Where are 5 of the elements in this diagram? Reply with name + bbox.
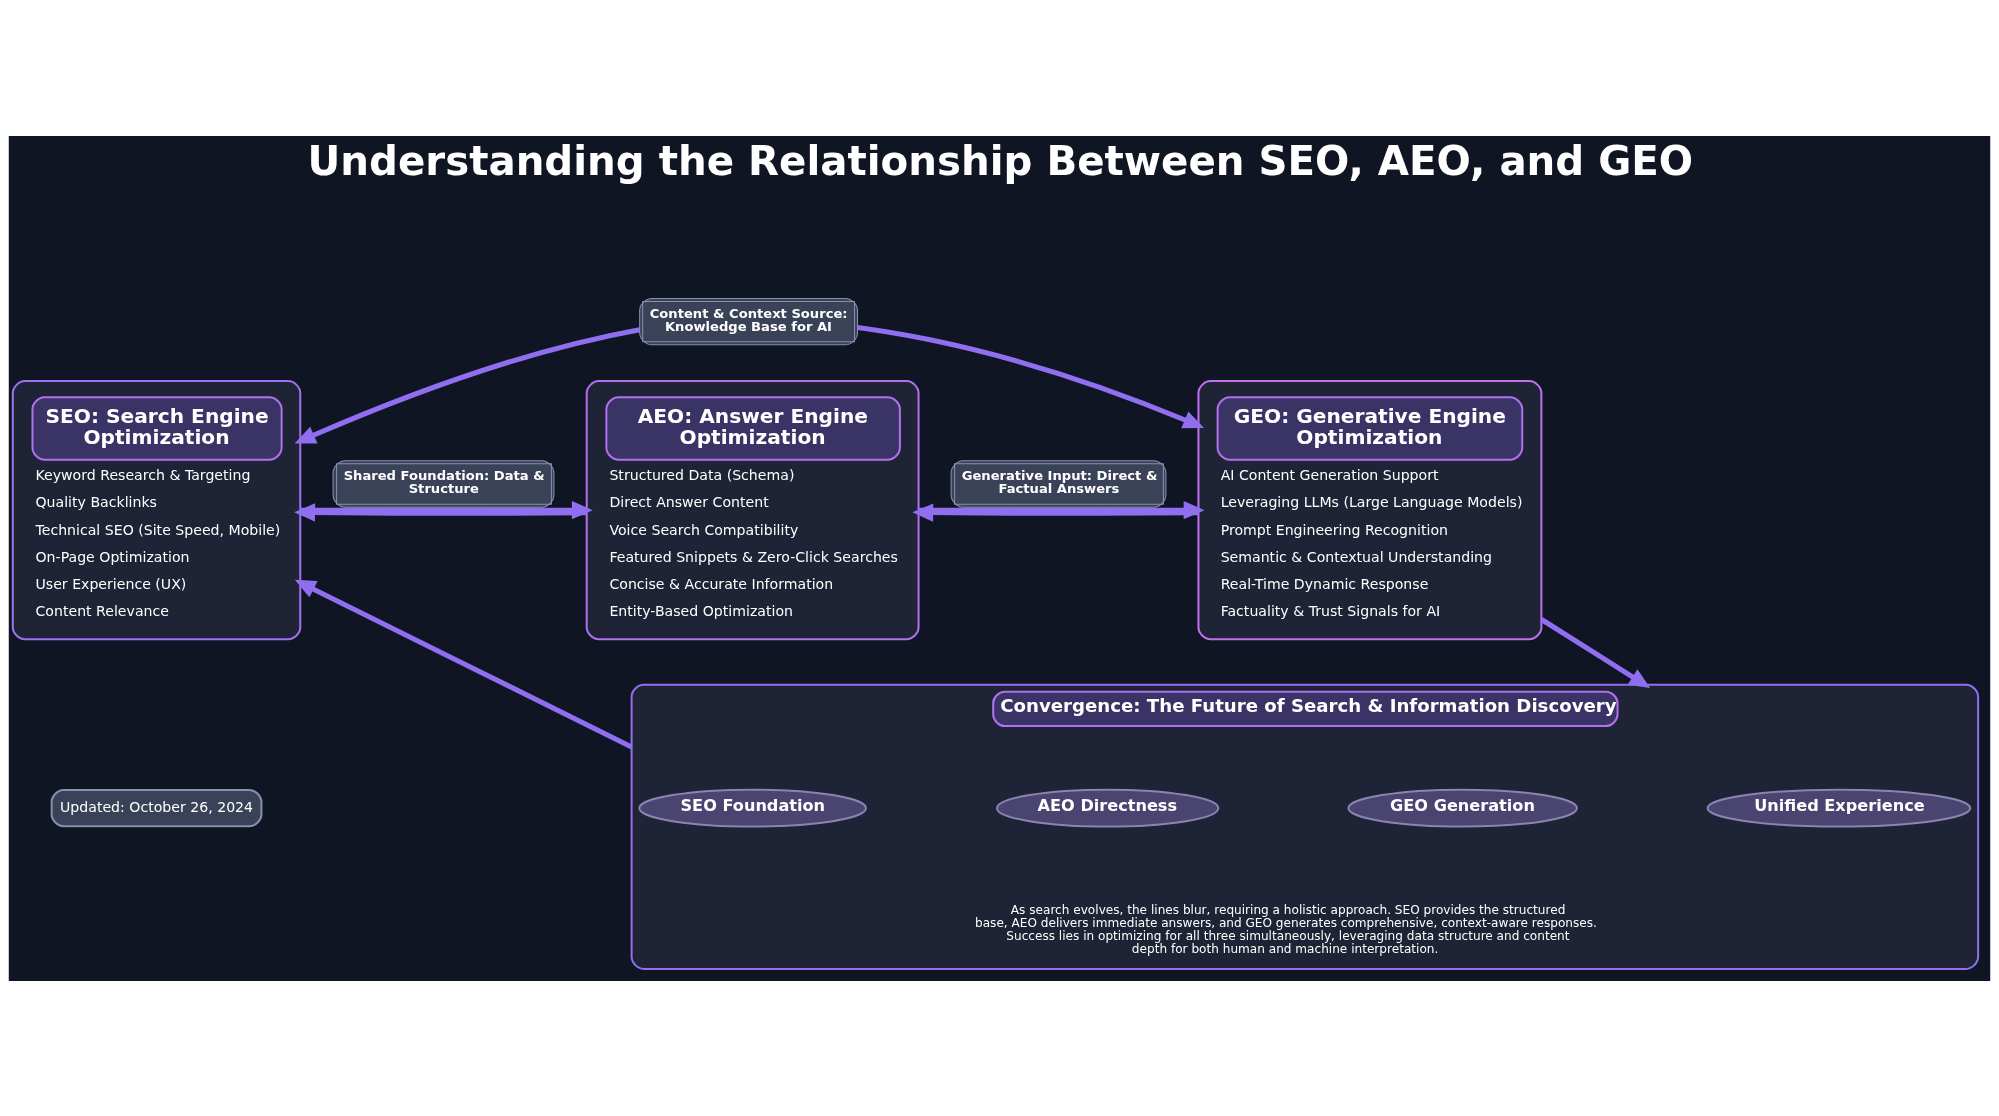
diagram-title: Understanding the Relationship Between SEO, AEO, and GEO (307, 137, 1694, 185)
label: Updated: October 26, 2024 (60, 798, 254, 815)
edge-label: Generative Input: Direct & Factual Answers (961, 467, 1158, 496)
edge-label: Content & Context Source: Knowledge Base for AI (649, 305, 848, 334)
edge-label: Shared Foundation: Data & Structure (343, 467, 545, 496)
